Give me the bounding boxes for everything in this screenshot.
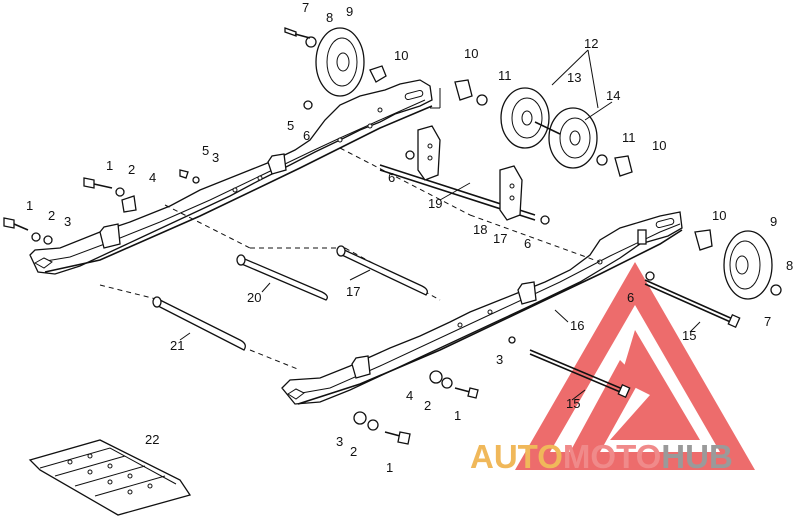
callout-7-top: 7: [302, 0, 309, 15]
spacer-10-a: [454, 79, 473, 101]
bolt-15-upper: [644, 279, 741, 329]
callout-3-far-left: 3: [64, 214, 71, 229]
callout-numbers: 7 8 9 10 12 10 11 13 14 5 6 11 10 5 3 1 …: [26, 0, 793, 475]
callout-4-lower: 4: [406, 388, 413, 403]
bracket-right-18: [499, 165, 523, 221]
callout-3-lower: 3: [496, 352, 503, 367]
idler-wheel-9-right: [723, 230, 773, 300]
shaft-21: [152, 296, 246, 351]
callout-15-upper: 15: [682, 328, 696, 343]
callout-15-lower: 15: [566, 396, 580, 411]
watermark-logo-triangle: [515, 262, 755, 470]
spacer-10-b: [614, 155, 633, 177]
callout-10-mid: 10: [464, 46, 478, 61]
callout-14: 14: [606, 88, 620, 103]
watermark-text: AUTOMOTOHUB: [470, 438, 733, 475]
callout-8-right: 8: [786, 258, 793, 273]
callout-11-mid: 11: [498, 68, 512, 83]
shaft-17: [336, 245, 428, 296]
bolt-15-lower: [529, 349, 631, 399]
callout-18: 18: [473, 222, 487, 237]
left-rail: [29, 79, 433, 275]
callout-1-lower: 1: [454, 408, 461, 423]
shaft-20: [236, 254, 328, 301]
callout-8-top: 8: [326, 10, 333, 25]
callout-17-lower: 17: [346, 284, 360, 299]
callout-5-left: 5: [202, 143, 209, 158]
callout-3-left: 3: [212, 150, 219, 165]
callout-2-left: 2: [128, 162, 135, 177]
callout-10-top: 10: [394, 48, 408, 63]
callout-1-left: 1: [106, 158, 113, 173]
callout-9-right: 9: [770, 214, 777, 229]
idler-wheel-9-top: [315, 27, 387, 97]
track-slider-22: [28, 439, 192, 516]
bolts: [3, 27, 479, 445]
svg-text:AUTOMOTOHUB: AUTOMOTOHUB: [470, 438, 733, 475]
watermark-auto: AUTO: [470, 438, 563, 475]
callout-2-lower: 2: [424, 398, 431, 413]
watermark-moto: MOTO: [563, 438, 661, 475]
callout-17-center: 17: [493, 231, 507, 246]
callout-leaders: [179, 49, 701, 401]
dual-wheels-13-14: [500, 87, 598, 169]
callout-20: 20: [247, 290, 261, 305]
callout-12: 12: [584, 36, 598, 51]
callout-10-right: 10: [652, 138, 666, 153]
callout-6-center: 6: [388, 170, 395, 185]
callout-3-bottom: 3: [336, 434, 343, 449]
callout-5-top: 5: [287, 118, 294, 133]
callout-6-top: 6: [303, 128, 310, 143]
callout-21: 21: [170, 338, 184, 353]
callout-16: 16: [570, 318, 584, 333]
callout-6-right: 6: [627, 290, 634, 305]
callout-1-far-left: 1: [26, 198, 33, 213]
right-rail: [281, 211, 683, 405]
washers-and-nuts: [31, 36, 782, 431]
callout-9-top: 9: [346, 4, 353, 19]
callout-4-left: 4: [149, 170, 156, 185]
watermark-hub: HUB: [661, 438, 733, 475]
callout-19: 19: [428, 196, 442, 211]
callout-7-right: 7: [764, 314, 771, 329]
spacer-10-c: [694, 229, 713, 251]
callout-11-right: 11: [622, 130, 636, 145]
callout-2-far-left: 2: [48, 208, 55, 223]
callout-1-bottom: 1: [386, 460, 393, 475]
callout-10-far-right: 10: [712, 208, 726, 223]
callout-13: 13: [567, 70, 581, 85]
callout-6-bracket: 6: [524, 236, 531, 251]
callout-2-bottom: 2: [350, 444, 357, 459]
bracket-left: [417, 125, 441, 181]
callout-22: 22: [145, 432, 159, 447]
